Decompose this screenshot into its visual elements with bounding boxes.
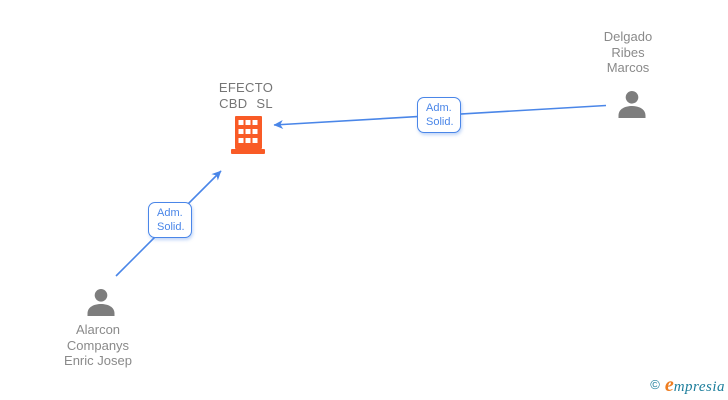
building-icon[interactable]	[231, 116, 265, 154]
edge-label-adm-solid-top: Adm. Solid.	[417, 97, 461, 133]
person-name-line: Alarcon	[75, 322, 121, 337]
brand-initial: e	[664, 374, 674, 396]
person-label-delgado[interactable]: Delgado Ribes Marcos	[568, 29, 688, 76]
person-name-line: Delgado	[603, 29, 653, 44]
person-node-alarcon[interactable]	[86, 288, 116, 322]
person-node-delgado[interactable]	[617, 91, 647, 123]
brand-name: mpresia	[673, 379, 725, 395]
company-label[interactable]: EFECTO CBD SL	[186, 80, 306, 111]
person-icon[interactable]	[86, 288, 116, 317]
person-name-line: Marcos	[606, 60, 650, 75]
building-windows	[238, 120, 258, 143]
edge-label-adm-solid-bottom: Adm. Solid.	[148, 202, 192, 238]
copyright-icon: ©	[650, 377, 660, 392]
company-name-line: EFECTO	[218, 80, 274, 95]
person-icon[interactable]	[617, 91, 647, 118]
brand-watermark: © empresia	[650, 374, 725, 397]
person-name-line: Enric Josep	[64, 353, 132, 368]
person-name-line: Companys	[66, 337, 130, 353]
person-label-alarcon[interactable]: Alarcon Companys Enric Josep	[38, 322, 158, 369]
company-node[interactable]	[231, 116, 265, 159]
company-name-line: CBD SL	[219, 95, 273, 111]
person-name-line: Ribes	[611, 44, 645, 60]
